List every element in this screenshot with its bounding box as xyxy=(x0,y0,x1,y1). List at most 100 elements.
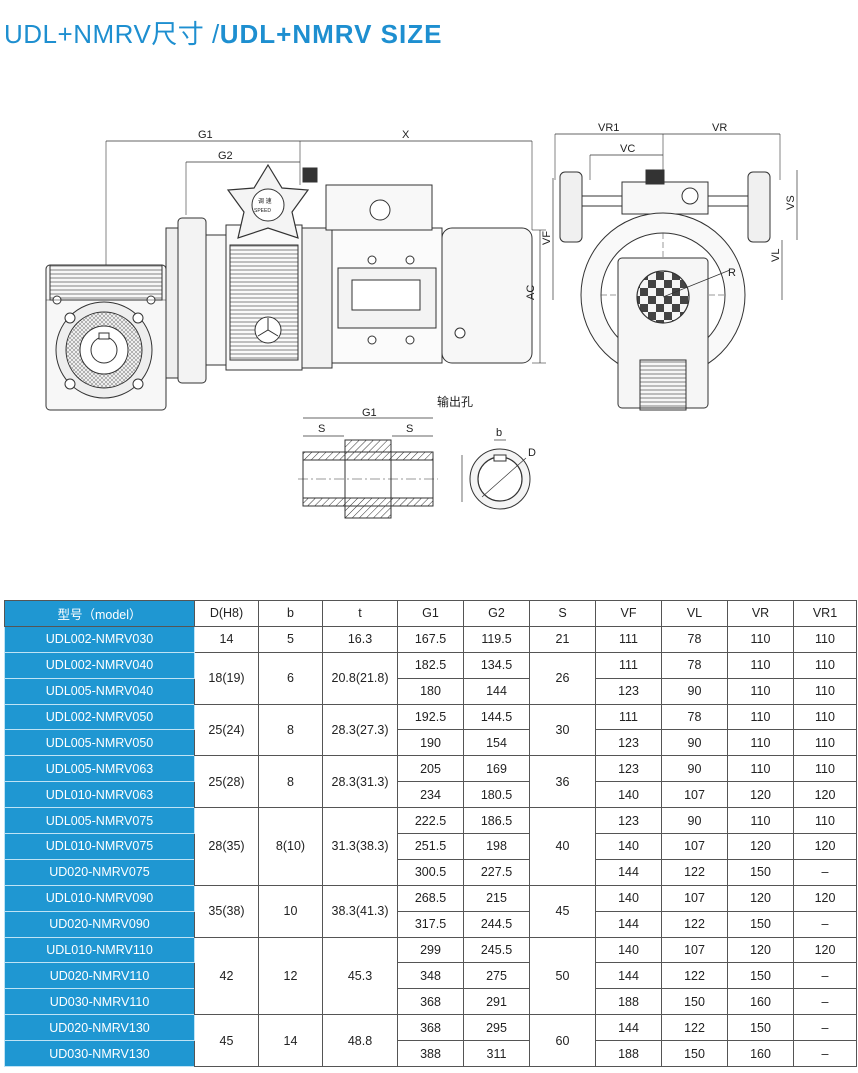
vr1-cell: 110 xyxy=(793,807,857,835)
adapter-plate xyxy=(165,227,179,379)
vr-cell: 120 xyxy=(727,781,794,809)
model-cell: UD030-NMRV130 xyxy=(4,1040,195,1068)
shaft-center-hatch-bottom xyxy=(344,505,392,519)
model-cell: UDL005-NMRV040 xyxy=(4,677,195,705)
g2-cell: 186.5 xyxy=(463,807,530,835)
model-cell: UDL002-NMRV030 xyxy=(4,625,195,653)
vr-cell: 110 xyxy=(727,677,794,705)
vf-cell: 140 xyxy=(595,936,662,964)
s-cell: 50 xyxy=(529,936,596,1016)
vf-cell: 123 xyxy=(595,677,662,705)
g2-cell: 291 xyxy=(463,988,530,1016)
vr1-cell: 110 xyxy=(793,651,857,679)
vf-cell: 123 xyxy=(595,755,662,783)
s-cell: 45 xyxy=(529,884,596,938)
model-cell: UDL002-NMRV040 xyxy=(4,651,195,679)
vl-cell: 107 xyxy=(661,833,728,860)
label-vs: VS xyxy=(785,195,797,210)
vf-cell: 111 xyxy=(595,703,662,731)
g1-cell: 368 xyxy=(397,988,464,1016)
motor-nameplate xyxy=(351,279,421,311)
b-cell: 10 xyxy=(258,884,323,938)
vr-cell: 150 xyxy=(727,1014,794,1042)
label-s-left: S xyxy=(318,423,325,435)
side-view: VR1 VR VC VF VL VS R xyxy=(541,122,798,411)
vl-cell: 90 xyxy=(661,755,728,783)
t-cell: 28.3(27.3) xyxy=(322,703,398,757)
side-hub xyxy=(681,187,699,205)
title-cn: UDL+NMRV尺寸 / xyxy=(4,19,220,49)
g1-cell: 234 xyxy=(397,781,464,809)
model-cell: UDL005-NMRV050 xyxy=(4,729,195,757)
column-header: VL xyxy=(661,600,728,627)
s-cell: 21 xyxy=(529,625,596,653)
column-header: S xyxy=(529,600,596,627)
vl-cell: 150 xyxy=(661,1040,728,1068)
s-cell: 60 xyxy=(529,1014,596,1068)
motor-cover-bolt xyxy=(454,327,466,339)
front-view: G1 X G2 调 速 SPEED xyxy=(45,129,546,411)
vr1-cell: – xyxy=(793,988,857,1016)
d-cell: 35(38) xyxy=(194,884,259,938)
vl-cell: 122 xyxy=(661,858,728,886)
g1-cell: 182.5 xyxy=(397,651,464,679)
shaft-hatch-bottom xyxy=(302,497,434,507)
shaft-center-hatch-top xyxy=(344,439,392,453)
d-cell: 25(24) xyxy=(194,703,259,757)
vr1-cell: 120 xyxy=(793,936,857,964)
vf-cell: 140 xyxy=(595,781,662,809)
s-cell: 40 xyxy=(529,807,596,886)
vr-cell: 150 xyxy=(727,910,794,938)
label-g1: G1 xyxy=(198,129,213,141)
label-vc: VC xyxy=(620,143,635,155)
adapter-flange xyxy=(177,217,207,384)
vr1-cell: – xyxy=(793,858,857,886)
label-b: b xyxy=(496,427,502,439)
technical-drawing: G1 X G2 调 速 SPEED xyxy=(45,122,798,519)
vr1-cell: 110 xyxy=(793,729,857,757)
vr-cell: 160 xyxy=(727,1040,794,1068)
model-cell: UDL005-NMRV075 xyxy=(4,807,195,835)
g2-cell: 244.5 xyxy=(463,910,530,938)
vr-cell: 110 xyxy=(727,651,794,679)
model-cell: UD020-NMRV110 xyxy=(4,962,195,990)
vr1-cell: – xyxy=(793,962,857,990)
b-cell: 14 xyxy=(258,1014,323,1068)
g2-cell: 169 xyxy=(463,755,530,783)
vl-cell: 122 xyxy=(661,910,728,938)
b-cell: 5 xyxy=(258,625,323,653)
label-vf: VF xyxy=(541,231,553,245)
column-header: VR1 xyxy=(793,600,857,627)
vr-cell: 160 xyxy=(727,988,794,1016)
handwheel-left-shaft xyxy=(581,195,623,207)
vf-cell: 140 xyxy=(595,884,662,912)
model-cell: UDL010-NMRV075 xyxy=(4,833,195,860)
t-cell: 16.3 xyxy=(322,625,398,653)
label-vl: VL xyxy=(770,249,782,262)
vl-cell: 107 xyxy=(661,884,728,912)
label-d: D xyxy=(528,447,536,459)
s-cell: 30 xyxy=(529,703,596,757)
label-output-hole: 输出孔 xyxy=(437,394,473,409)
label-r: R xyxy=(728,267,736,279)
vr1-cell: – xyxy=(793,1014,857,1042)
vl-cell: 78 xyxy=(661,625,728,653)
side-feet xyxy=(639,359,687,411)
g1-cell: 205 xyxy=(397,755,464,783)
vl-cell: 78 xyxy=(661,703,728,731)
bore-key xyxy=(493,454,507,462)
model-cell: UDL002-NMRV050 xyxy=(4,703,195,731)
knob-lock-screw xyxy=(302,167,318,183)
model-cell: UDL005-NMRV063 xyxy=(4,755,195,783)
d-cell: 25(28) xyxy=(194,755,259,809)
g1-cell: 348 xyxy=(397,962,464,990)
